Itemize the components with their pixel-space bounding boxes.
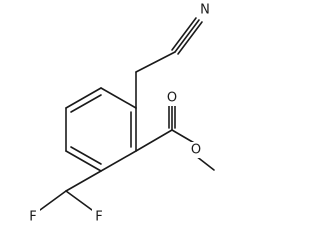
- ring-bond-4: [100, 150, 137, 172]
- fluorine-label-right: F: [95, 210, 102, 225]
- carbonyl-oxygen-label: O: [167, 91, 177, 106]
- atom-labels: N O O F F: [26, 2, 212, 225]
- methoxy-bond: [195, 155, 215, 171]
- ring-double-bond-1: [70, 94, 102, 113]
- ch2-bond: [135, 129, 173, 152]
- chemical-structure-diagram: N O O F F: [26, 2, 215, 225]
- chain-bond-2: [135, 51, 176, 73]
- nitrogen-label: N: [200, 3, 210, 18]
- difluoromethyl-group: [39, 170, 102, 211]
- cf-bond-left: [39, 190, 67, 211]
- ester-oxygen-label: O: [191, 143, 201, 158]
- ring-bond-3: [65, 150, 102, 172]
- cf-bond-right: [65, 190, 93, 211]
- ring-bond-1: [65, 87, 102, 109]
- ring-double-bond-2: [70, 146, 102, 165]
- ring-bond-6: [100, 87, 137, 109]
- fluorine-label-left: F: [29, 210, 36, 225]
- cf2-bond: [65, 170, 102, 192]
- ester-bond: [171, 129, 197, 145]
- cyanoethyl-chain: [135, 17, 203, 109]
- nitrile-triple-bond-b: [174, 19, 200, 53]
- nitrile-triple-bond-c: [177, 21, 203, 55]
- nitrile-triple-bond-a: [171, 17, 197, 51]
- methyl-acetate-group: [135, 103, 215, 171]
- benzene-ring: [65, 87, 137, 172]
